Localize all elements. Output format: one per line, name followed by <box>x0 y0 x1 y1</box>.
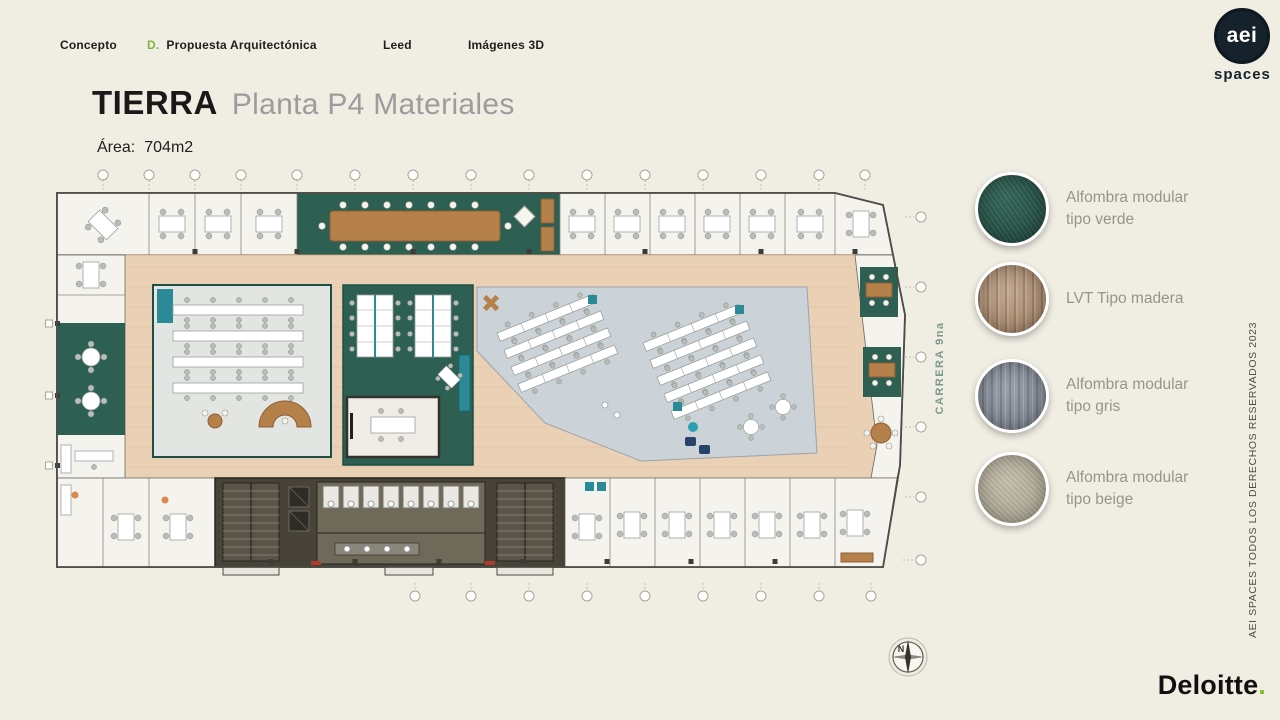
aei-logo-subtext: spaces <box>1214 66 1271 83</box>
copyright-vertical-text: AEI SPACES TODOS LOS DERECHOS RESERVADOS… <box>1247 321 1259 639</box>
legend-label-lvt-madera: LVT Tipo madera <box>1066 289 1184 307</box>
swatch-alfombra-gris <box>975 359 1049 433</box>
swatch-alfombra-verde <box>975 172 1049 246</box>
plan-bottom-right-offices <box>564 477 898 568</box>
grid-bubbles <box>45 169 927 602</box>
area-value: 704m2 <box>144 139 194 156</box>
deloitte-wordmark: Deloitte <box>1157 670 1259 700</box>
floor-plan-container <box>45 155 935 605</box>
nav-item-propuesta-arquitectonica[interactable]: D. Propuesta Arquitectónica <box>147 38 317 52</box>
legend-item-lvt-madera: LVT Tipo madera <box>975 262 1183 336</box>
street-label-carrera-9na: CARRERA 9na <box>934 321 946 415</box>
title-main: TIERRA <box>92 84 218 121</box>
legend-label-alfombra-beige: Alfombra modular tipo beige <box>1066 468 1189 508</box>
legend-item-alfombra-verde: Alfombra modular tipo verde <box>975 172 1188 246</box>
floor-plan <box>45 169 927 602</box>
nav-item-leed[interactable]: Leed <box>383 38 412 52</box>
deloitte-green-dot: . <box>1258 670 1266 700</box>
compass-north-label: N <box>898 644 905 654</box>
swatch-alfombra-beige <box>975 452 1049 526</box>
plan-open-office <box>476 286 818 462</box>
page-title: TIERRA Planta P4 Materiales <box>92 84 515 122</box>
aei-logo-circle: aei <box>1214 8 1270 64</box>
title-sub: Planta P4 Materiales <box>231 88 515 121</box>
plan-bottom-left-offices <box>56 477 216 568</box>
plan-right-wing <box>854 254 906 479</box>
nav-propuesta-prefix: D. <box>147 38 160 52</box>
compass-icon: N <box>888 637 928 677</box>
legend-item-alfombra-gris: Alfombra modular tipo gris <box>975 359 1188 433</box>
legend-label-alfombra-gris: Alfombra modular tipo gris <box>1066 375 1189 415</box>
area-line: Área: 704m2 <box>97 139 193 157</box>
plan-center-green-zone <box>342 284 474 466</box>
aei-spaces-logo: aei spaces <box>1214 8 1270 83</box>
swatch-lvt-madera <box>975 262 1049 336</box>
plan-core-services <box>214 477 566 568</box>
nav-item-concepto[interactable]: Concepto <box>60 38 117 52</box>
plan-training-room <box>152 284 332 458</box>
legend-item-alfombra-beige: Alfombra modular tipo beige <box>975 452 1188 526</box>
nav-item-imagenes-3d[interactable]: Imágenes 3D <box>468 38 545 52</box>
materials-legend: Alfombra modular tipo verde LVT Tipo mad… <box>975 0 1265 620</box>
plan-stair-landings <box>222 566 554 576</box>
area-label: Área: <box>97 139 136 156</box>
plan-top-offices <box>57 193 893 256</box>
legend-label-alfombra-verde: Alfombra modular tipo verde <box>1066 188 1189 228</box>
deloitte-logo: Deloitte. <box>1158 670 1266 701</box>
nav-propuesta-label: Propuesta Arquitectónica <box>166 38 317 52</box>
aei-logo-text: aei <box>1226 24 1258 47</box>
